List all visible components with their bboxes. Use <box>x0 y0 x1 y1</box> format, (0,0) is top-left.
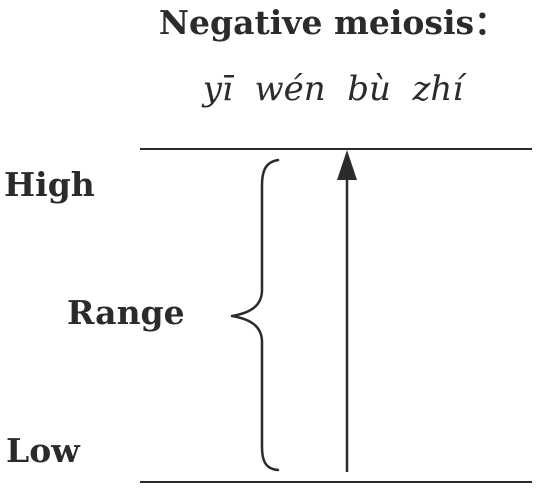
low-label: Low <box>6 431 81 470</box>
range-brace <box>230 158 280 472</box>
high-label: High <box>4 165 95 204</box>
upward-arrow-head <box>337 150 357 180</box>
diagram-title: Negative meiosis： <box>159 3 507 42</box>
range-label: Range <box>67 293 185 332</box>
pinyin-subtitle: yī wén bù zhí <box>201 69 468 109</box>
